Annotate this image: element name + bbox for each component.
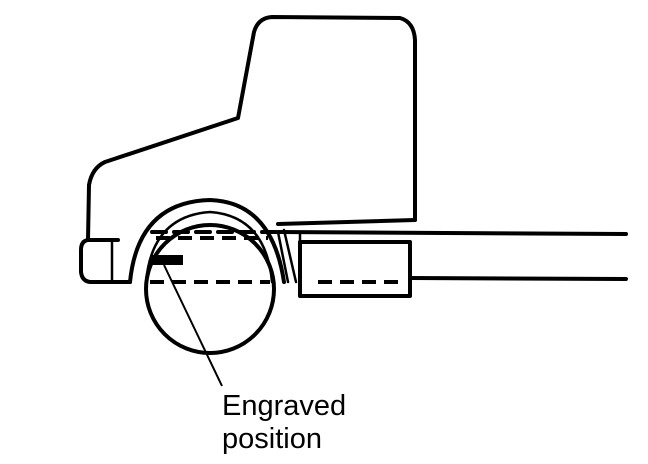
frame-rail-bottom bbox=[408, 276, 628, 281]
engraved-position-marker bbox=[151, 255, 183, 265]
frame-rail-top bbox=[276, 230, 628, 236]
step-box bbox=[298, 240, 412, 298]
front-bumper bbox=[79, 238, 120, 284]
front-wheel bbox=[144, 223, 276, 355]
callout-leader-line bbox=[163, 264, 223, 387]
engraved-position-callout: Engraved position bbox=[222, 390, 346, 456]
wheel-arch-inner bbox=[144, 210, 274, 284]
truck-cab-outline bbox=[86, 15, 417, 242]
callout-line-2: position bbox=[222, 423, 322, 455]
wheel-arch-trailing-lines bbox=[276, 228, 298, 284]
cab-lower-edge bbox=[276, 218, 417, 226]
wheel-arch-outer bbox=[128, 198, 286, 284]
callout-line-1: Engraved bbox=[222, 390, 347, 422]
